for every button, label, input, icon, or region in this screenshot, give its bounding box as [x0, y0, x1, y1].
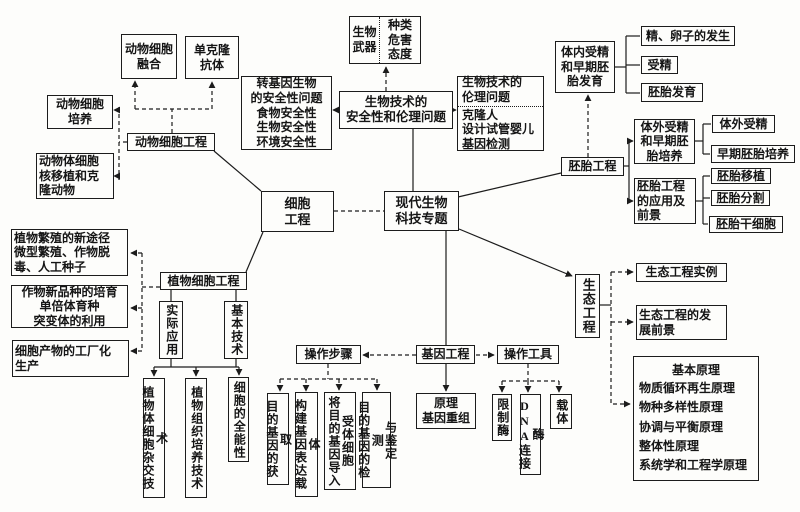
connector-line	[213, 150, 262, 192]
node-gene-detection-identification: 目的基因的检测 与鉴定	[357, 392, 398, 488]
connector-line	[458, 228, 573, 277]
node-ecological-engineering: 生态工程	[575, 274, 600, 338]
node-fertilization: 受精	[641, 56, 678, 74]
node-cell-product-factory: 细胞产物的工厂化 生产	[12, 340, 129, 377]
node-biotech-ethics-issues: 生物技术的 伦理问题克隆人 设计试管婴儿 基因检测	[457, 73, 544, 151]
node-ivf-early-embryo-culture: 体外受精和早期胚胎培养	[634, 119, 695, 164]
node-in-vivo-fertilization: 体内受精和早期胚胎发育	[555, 41, 615, 93]
node-somatic-nuclear-transfer-cloning: 动物体细胞 核移植和克 隆动物	[36, 153, 114, 199]
node-cell-totipotency: 细胞的全能性	[228, 377, 249, 462]
node-biotech-ethics-issues-top: 生物技术的 伦理问题	[458, 73, 543, 107]
node-new-crop-breeding: 作物新品种的培育 单倍体育种 突变体的利用	[11, 285, 128, 328]
node-cell-engineering: 细胞 工程	[261, 191, 334, 232]
connector-line	[457, 172, 562, 198]
node-dna-ligase: DNA连接酶	[518, 394, 545, 475]
node-biotech-safety-ethics: 生物技术的 安全性和伦理问题	[339, 91, 453, 129]
node-gene-introduction: 将目的基因导入 受体细胞	[324, 392, 356, 490]
node-animal-cell-culture: 动物细胞 培养	[47, 95, 113, 129]
connector-line	[245, 231, 264, 273]
node-bioweapon-right: 种类 危害 态度	[387, 18, 412, 62]
node-plant-tissue-culture: 植物组织培养技术	[185, 378, 207, 498]
node-basic-principles-title: 基本原理	[671, 363, 720, 378]
node-operation-tools: 操作工具	[497, 345, 559, 364]
node-bioweapon-left: 生物 武器	[350, 17, 380, 63]
node-embryo-transfer: 胚胎移植	[711, 168, 771, 184]
node-eco-engineering-examples: 生态工程实例	[636, 263, 727, 282]
node-gene-engineering: 基因工程	[416, 345, 475, 364]
node-embryo-engineering: 胚胎工程	[561, 157, 624, 176]
node-plant-propagation-new-ways: 植物繁殖的新途径 微型繁殖、作物脱 毒、人工种子	[11, 229, 128, 276]
node-practical-application: 实际应用	[159, 301, 183, 359]
node-transgenic-safety-issues: 转基因生物 的安全性问题 食物安全性 生物安全性 环境安全性	[241, 76, 332, 150]
node-basic-principles-body: 物质循环再生原理 物种多样性原理 协调与平衡原理 整体性原理 系统学和工程学原理	[639, 380, 748, 473]
node-principle-gene-recombination: 原理 基因重组	[416, 393, 476, 429]
node-bioweapon: 生物 武器种类 危害 态度	[349, 16, 421, 64]
node-gamete-genesis: 精、卵子的发生	[641, 26, 735, 46]
node-in-vitro-fertilization: 体外受精	[712, 115, 775, 133]
node-expression-vector-construction: 构建基因表达载体	[294, 392, 321, 497]
node-embryonic-stem-cells: 胚胎干细胞	[709, 216, 783, 233]
node-restriction-enzyme: 限制酶	[492, 394, 512, 441]
node-plant-somatic-hybridization: 植物体细胞杂交技术	[141, 378, 168, 498]
node-animal-cell-engineering: 动物细胞工程	[127, 133, 215, 151]
node-modern-biotech-topics: 现代生物 科技专题	[384, 191, 459, 231]
node-embryo-splitting: 胚胎分割	[711, 190, 770, 206]
node-vector: 载体	[550, 394, 572, 429]
node-basic-principles: 基本原理物质循环再生原理 物种多样性原理 协调与平衡原理 整体性原理 系统学和工…	[633, 356, 759, 481]
node-monoclonal-antibody: 单克隆 抗体	[185, 36, 239, 79]
node-animal-cell-fusion: 动物细胞融合	[121, 34, 177, 79]
node-embryo-development: 胚胎发育	[641, 83, 703, 102]
node-operation-steps: 操作步骤	[296, 345, 361, 364]
node-eco-engineering-prospects: 生态工程的发 展前景	[636, 305, 727, 340]
node-biotech-ethics-issues-bottom: 克隆人 设计试管婴儿 基因检测	[462, 107, 535, 151]
node-early-embryo-culture: 早期胚胎培养	[711, 145, 795, 163]
node-plant-cell-engineering: 植物细胞工程	[160, 272, 247, 290]
connector-line	[610, 322, 631, 408]
node-embryo-engineering-applications: 胚胎工程的应用及前景	[634, 178, 696, 224]
node-basic-technique: 基本技术	[224, 301, 248, 359]
node-target-gene-acquisition: 目的基因的获取	[265, 393, 292, 485]
